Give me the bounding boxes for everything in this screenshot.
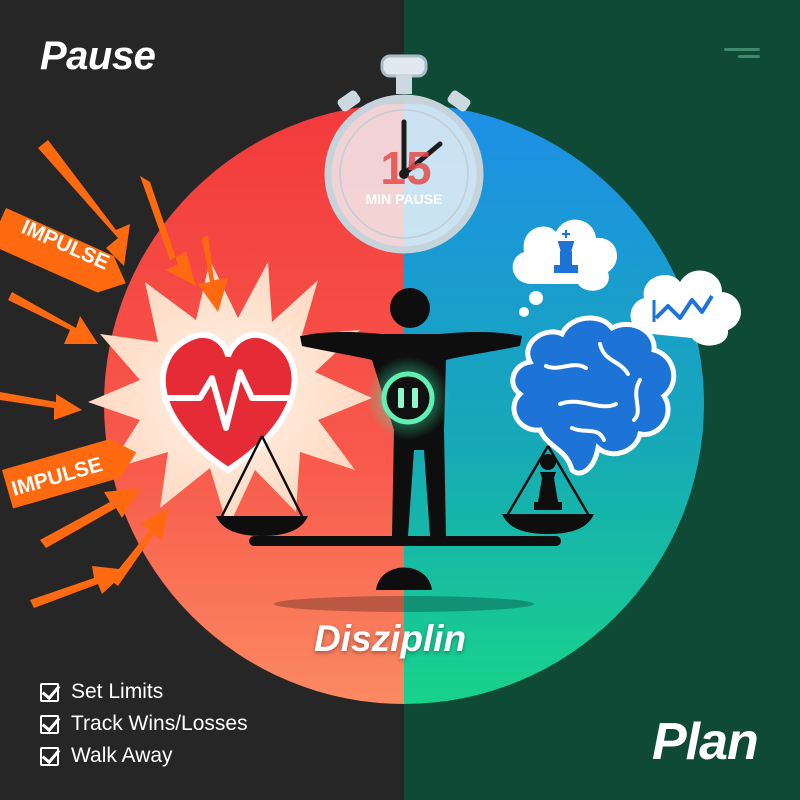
checkbox-checked-icon — [40, 682, 59, 702]
timer-caption: MIN PAUSE — [366, 191, 443, 207]
menu-icon[interactable] — [720, 44, 760, 66]
checklist-item-track-wins-losses: Track Wins/Losses — [40, 708, 248, 740]
checkbox-checked-icon — [40, 746, 59, 766]
checklist-label: Walk Away — [71, 744, 173, 767]
checklist-label: Track Wins/Losses — [71, 712, 248, 735]
impulse-ribbon-1 — [0, 208, 126, 293]
checklist-item-walk-away: Walk Away — [40, 740, 248, 772]
brain-icon — [510, 315, 677, 476]
trend-chart-thought-icon — [630, 270, 741, 354]
chess-king-thought-icon — [512, 219, 618, 317]
stopwatch-icon — [324, 54, 484, 254]
discipline-caption: Disziplin — [314, 618, 467, 659]
balance-scale-icon — [216, 435, 594, 612]
impulse-ribbon-2 — [2, 439, 137, 509]
timer-number: 15 — [380, 142, 431, 194]
checklist-item-set-limits: Set Limits — [40, 676, 248, 708]
headline-pause: Pause — [40, 34, 156, 78]
headline-plan: Plan — [652, 713, 759, 771]
checkbox-checked-icon — [40, 714, 59, 734]
impulse-arrows — [0, 140, 228, 608]
checklist-label: Set Limits — [71, 680, 164, 703]
checklist: Set Limits Track Wins/Losses Walk Away — [40, 676, 248, 772]
pause-icon[interactable] — [381, 371, 435, 425]
